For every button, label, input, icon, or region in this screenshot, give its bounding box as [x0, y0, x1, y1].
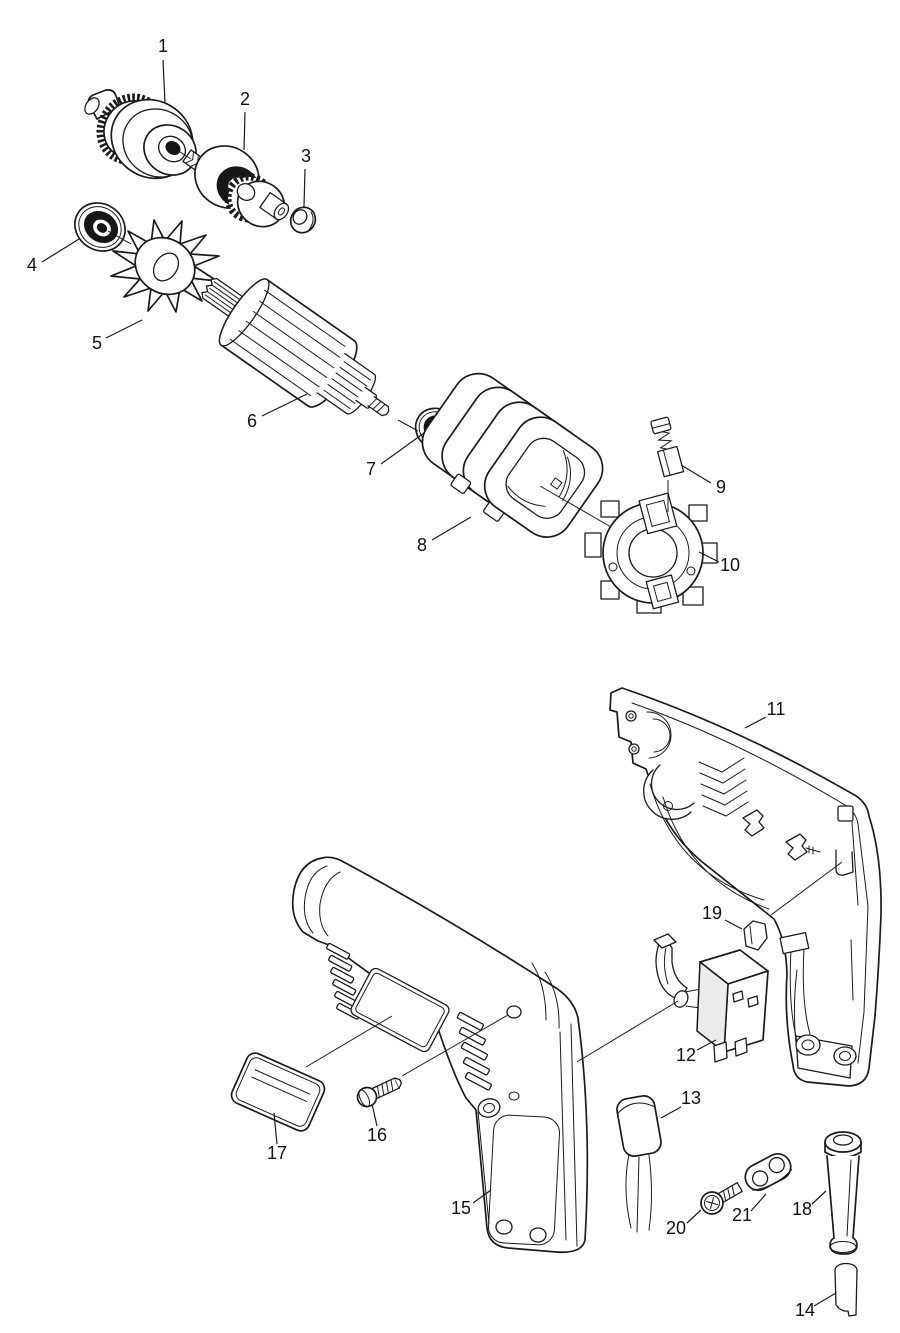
part-screw-housing — [356, 1077, 403, 1108]
part-label-21: 21 — [732, 1205, 752, 1225]
part-label-4: 4 — [27, 255, 37, 275]
leader-line-16 — [371, 1103, 378, 1127]
part-armature — [201, 277, 390, 417]
part-label-10: 10 — [720, 555, 740, 575]
leader-line-3 — [303, 168, 306, 208]
leader-line-5 — [105, 319, 143, 339]
part-brush-holder — [584, 492, 718, 614]
leader-line-12 — [696, 1039, 717, 1051]
leader-line-4 — [41, 238, 80, 263]
leader-line-10 — [698, 551, 720, 563]
part-housing-left — [291, 856, 589, 1254]
leader-line-21 — [750, 1193, 767, 1212]
part-label-16: 16 — [367, 1125, 387, 1145]
leader-line-9 — [680, 464, 712, 484]
leader-line-11 — [744, 716, 767, 729]
part-label-18: 18 — [792, 1199, 812, 1219]
part-label-19: 19 — [702, 903, 722, 923]
part-switch — [653, 933, 769, 1063]
leader-line-1 — [162, 59, 166, 104]
alignment-line — [107, 230, 132, 245]
part-stator — [421, 372, 604, 538]
leader-line-15 — [472, 1189, 492, 1204]
part-label-9: 9 — [716, 477, 726, 497]
part-label-8: 8 — [417, 535, 427, 555]
part-label-7: 7 — [366, 459, 376, 479]
leader-line-19 — [724, 919, 743, 930]
part-label-12: 12 — [676, 1045, 696, 1065]
leader-line-6 — [261, 393, 308, 417]
alignment-line — [401, 1014, 509, 1077]
part-label-3: 3 — [301, 146, 311, 166]
part-wedge — [743, 920, 768, 951]
alignment-line — [305, 1015, 393, 1068]
part-sleeve — [834, 1262, 858, 1317]
leader-line-13 — [660, 1106, 682, 1119]
leader-line-2 — [243, 111, 246, 151]
alignment-line — [576, 1000, 679, 1063]
leader-line-14 — [813, 1292, 837, 1307]
leader-line-20 — [686, 1209, 702, 1224]
part-chuck — [84, 89, 197, 180]
leader-line-17 — [273, 1112, 278, 1145]
part-label-1: 1 — [158, 36, 168, 56]
part-carbon-brush — [650, 416, 685, 478]
alignment-line — [397, 419, 419, 432]
alignment-line — [770, 861, 843, 916]
alignment-line — [173, 147, 192, 160]
part-label-13: 13 — [681, 1088, 701, 1108]
leader-line-18 — [811, 1190, 827, 1205]
part-label-20: 20 — [666, 1218, 686, 1238]
part-label-15: 15 — [451, 1198, 471, 1218]
part-label-14: 14 — [795, 1300, 815, 1320]
part-housing-right — [609, 687, 882, 1087]
part-screw-clamp — [700, 1182, 743, 1215]
part-bearing-front — [74, 202, 126, 252]
alignment-line — [539, 485, 612, 528]
part-bushing — [289, 206, 317, 234]
part-capacitor — [616, 1095, 662, 1233]
part-label-5: 5 — [92, 333, 102, 353]
part-name-plate — [230, 1052, 326, 1132]
part-cord-clamp — [744, 1152, 793, 1192]
part-label-2: 2 — [240, 89, 250, 109]
part-label-11: 11 — [767, 699, 786, 719]
leader-line-7 — [380, 432, 425, 465]
part-label-17: 17 — [267, 1143, 287, 1163]
part-cord-guard — [824, 1131, 862, 1255]
leader-line-8 — [431, 516, 472, 541]
part-label-6: 6 — [247, 411, 257, 431]
part-fan — [110, 219, 220, 313]
part-gear-assembly — [182, 145, 290, 228]
